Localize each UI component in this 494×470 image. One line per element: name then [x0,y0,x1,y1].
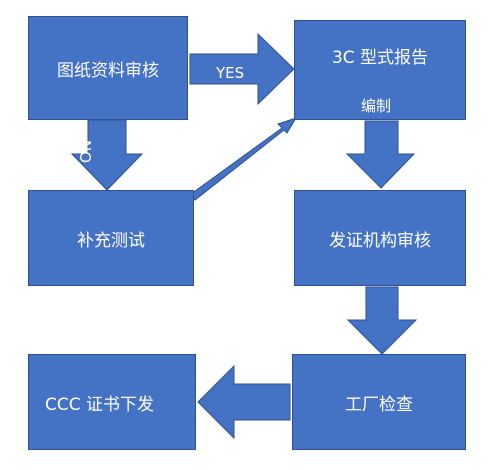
report-node: 3C 型式报告 编制 [294,20,466,120]
retest-to-report-arrow [190,117,298,201]
ccc-issue-node: CCC 证书下发 [28,354,196,450]
yes-label: YES [216,64,245,82]
certreview-to-factory-arrow [346,286,418,355]
no-label: NO [76,140,94,164]
cert-review-label: 发证机构审核 [329,230,431,251]
report-label-line2: 编制 [361,97,392,115]
retest-label: 补充测试 [77,230,145,251]
retest-node: 补充测试 [28,190,194,286]
ccc-issue-label: CCC 证书下发 [45,394,155,415]
factory-to-ccc-arrow [197,364,291,440]
no-arrow [70,119,144,191]
doc-review-node: 图纸资料审核 [28,16,188,120]
yes-arrow [189,32,295,106]
factory-check-label: 工厂检查 [345,394,413,415]
factory-check-node: 工厂检查 [292,354,466,450]
cert-review-node: 发证机构审核 [294,190,466,286]
doc-review-label: 图纸资料审核 [57,60,159,81]
report-to-certreview-arrow [345,120,416,189]
report-label-line1: 3C 型式报告 [331,48,429,68]
